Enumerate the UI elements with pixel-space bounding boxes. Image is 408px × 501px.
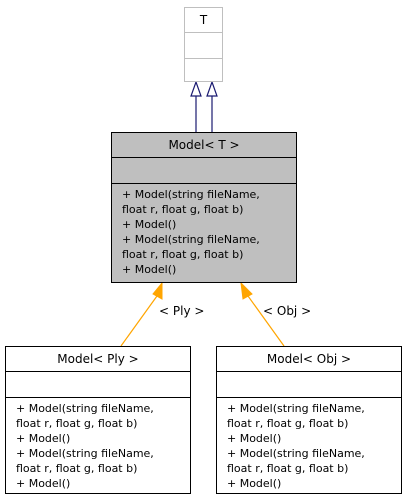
class-box-model-t[interactable]: Model< T > + Model(string fileName, floa… xyxy=(111,132,297,283)
class-methods-model-ply: + Model(string fileName, float r, float … xyxy=(6,398,190,491)
method-line: + Model(string fileName, xyxy=(227,402,365,415)
class-title-model-ply: Model< Ply > xyxy=(6,347,190,372)
method-line: + Model(string fileName, xyxy=(122,233,260,246)
inheritance-edge-right xyxy=(206,80,218,132)
class-title-model-obj: Model< Obj > xyxy=(217,347,401,372)
instantiation-edge-ply xyxy=(120,281,163,347)
class-methods-model-t: + Model(string fileName, float r, float … xyxy=(112,184,296,277)
method-line: + Model() xyxy=(16,432,71,445)
method-line: float r, float g, float b) xyxy=(16,417,138,430)
instantiation-edge-obj xyxy=(240,281,285,347)
method-line: float r, float g, float b) xyxy=(227,417,349,430)
class-box-model-obj[interactable]: Model< Obj > + Model(string fileName, fl… xyxy=(216,346,402,494)
method-line: + Model() xyxy=(16,477,71,490)
method-line: float r, float g, float b) xyxy=(122,248,244,261)
method-line: + Model(string fileName, xyxy=(16,447,154,460)
method-line: float r, float g, float b) xyxy=(16,462,138,475)
class-attributes-model-obj xyxy=(217,372,401,398)
method-line: + Model() xyxy=(122,218,177,231)
class-methods-model-obj: + Model(string fileName, float r, float … xyxy=(217,398,401,491)
edge-label-obj: < Obj > xyxy=(263,304,312,318)
class-title-T: T xyxy=(185,8,222,33)
method-line: float r, float g, float b) xyxy=(227,462,349,475)
class-box-model-ply[interactable]: Model< Ply > + Model(string fileName, fl… xyxy=(5,346,191,494)
class-attributes-model-t xyxy=(112,158,296,184)
class-box-T[interactable]: T xyxy=(184,7,223,82)
method-line: + Model(string fileName, xyxy=(122,188,260,201)
class-attributes-model-ply xyxy=(6,372,190,398)
method-line: + Model(string fileName, xyxy=(227,447,365,460)
method-line: float r, float g, float b) xyxy=(122,203,244,216)
inheritance-edge-left xyxy=(190,80,202,132)
class-title-model-t: Model< T > xyxy=(112,133,296,158)
class-attributes-T xyxy=(185,33,222,59)
method-line: + Model() xyxy=(227,432,282,445)
method-line: + Model() xyxy=(227,477,282,490)
method-line: + Model() xyxy=(122,263,177,276)
edge-label-ply: < Ply > xyxy=(159,304,205,318)
method-line: + Model(string fileName, xyxy=(16,402,154,415)
